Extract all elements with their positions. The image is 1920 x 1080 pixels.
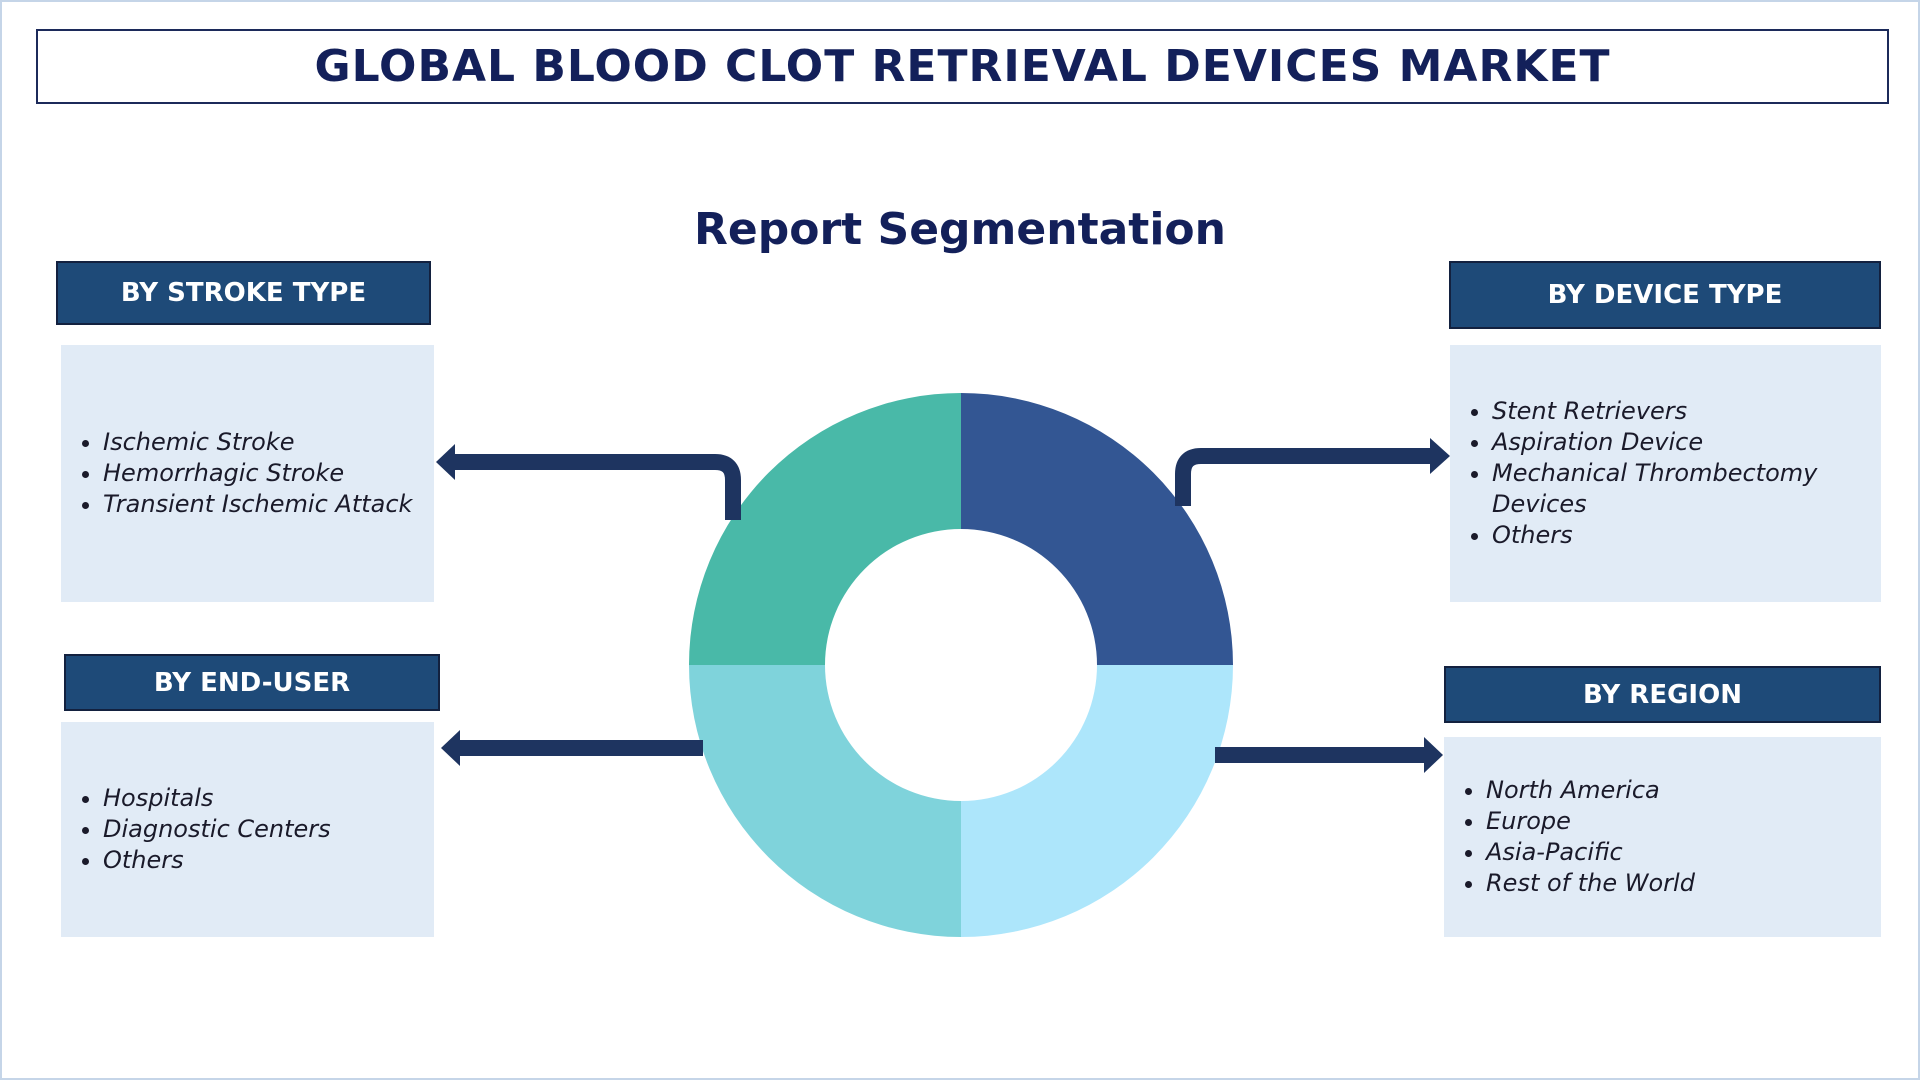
region-header: BY REGION xyxy=(1444,666,1881,723)
list-item: Rest of the World xyxy=(1486,868,1695,899)
segmentation-ring xyxy=(689,393,1233,937)
end-user-list: Hospitals Diagnostic Centers Others xyxy=(61,783,331,876)
list-item: Europe xyxy=(1486,806,1695,837)
report-subtitle: Report Segmentation xyxy=(694,204,1226,255)
arrowhead-region xyxy=(1424,737,1443,773)
stroke-type-header: BY STROKE TYPE xyxy=(56,261,431,325)
arrow-to-stroke-type xyxy=(455,454,741,520)
arrowhead-end-user xyxy=(441,730,460,766)
device-type-header: BY DEVICE TYPE xyxy=(1449,261,1881,329)
list-item: Hemorrhagic Stroke xyxy=(103,458,412,489)
region-panel: North America Europe Asia-Pacific Rest o… xyxy=(1444,737,1881,937)
ring-quadrant-top-left xyxy=(689,393,961,665)
list-item: Ischemic Stroke xyxy=(103,427,412,458)
stroke-type-panel: Ischemic Stroke Hemorrhagic Stroke Trans… xyxy=(61,345,434,602)
arrowhead-device-type xyxy=(1430,438,1450,474)
list-item: Stent Retrievers xyxy=(1492,396,1832,427)
arrow-to-device-type xyxy=(1175,448,1430,506)
ring-quadrant-bottom-left xyxy=(689,665,961,937)
device-type-panel: Stent Retrievers Aspiration Device Mecha… xyxy=(1450,345,1881,602)
ring-quadrant-top-right xyxy=(961,393,1233,665)
arrowhead-stroke-type xyxy=(436,444,455,480)
title-banner: GLOBAL BLOOD CLOT RETRIEVAL DEVICES MARK… xyxy=(36,29,1889,104)
end-user-panel: Hospitals Diagnostic Centers Others xyxy=(61,722,434,937)
list-item: Hospitals xyxy=(103,783,331,814)
list-item: Transient Ischemic Attack xyxy=(103,489,412,520)
list-item: Others xyxy=(1492,520,1832,551)
list-item: Others xyxy=(103,845,331,876)
connector-arrows xyxy=(436,438,1450,773)
list-item: Aspiration Device xyxy=(1492,427,1832,458)
device-type-list: Stent Retrievers Aspiration Device Mecha… xyxy=(1450,396,1832,551)
list-item: Mechanical Thrombectomy Devices xyxy=(1492,458,1832,520)
list-item: Asia-Pacific xyxy=(1486,837,1695,868)
page-title: GLOBAL BLOOD CLOT RETRIEVAL DEVICES MARK… xyxy=(314,41,1611,92)
list-item: North America xyxy=(1486,775,1695,806)
end-user-header: BY END-USER xyxy=(64,654,440,711)
ring-quadrant-bottom-right xyxy=(961,665,1233,937)
list-item: Diagnostic Centers xyxy=(103,814,331,845)
region-list: North America Europe Asia-Pacific Rest o… xyxy=(1444,775,1695,899)
stroke-type-list: Ischemic Stroke Hemorrhagic Stroke Trans… xyxy=(61,427,412,520)
